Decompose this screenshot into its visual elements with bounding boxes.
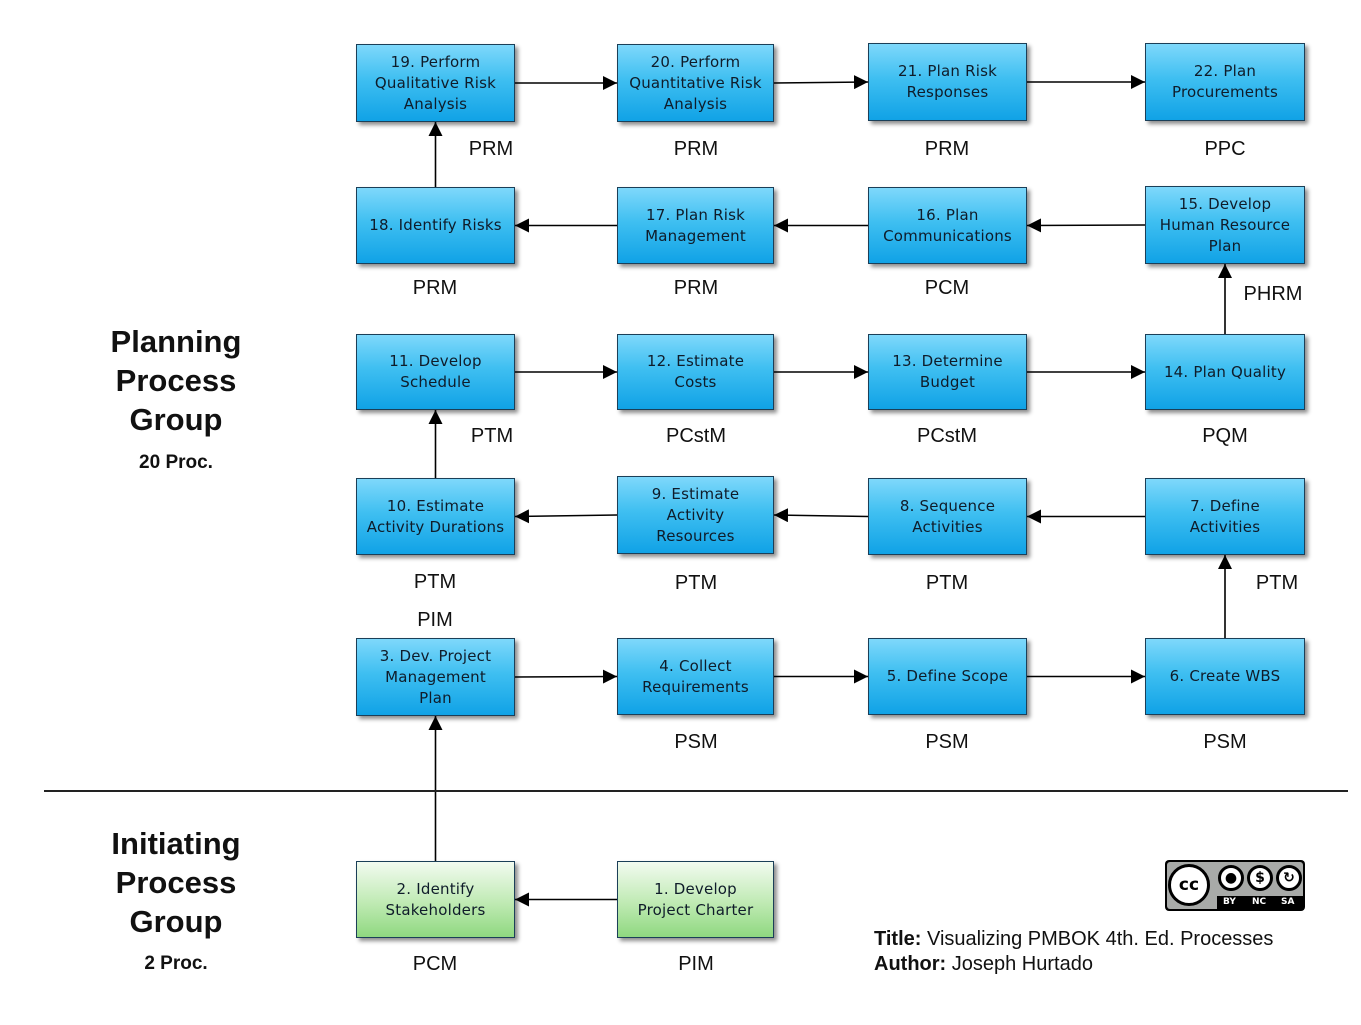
area-tag-14: PQM — [1202, 425, 1248, 447]
group-divider — [44, 790, 1348, 792]
area-tag-1: PIM — [678, 953, 714, 975]
process-node-6[interactable]: 6. Create WBS — [1145, 638, 1305, 715]
noncommercial-dollar-icon: $ — [1247, 865, 1273, 891]
area-tag-2: PCM — [412, 953, 458, 975]
process-node-10[interactable]: 10. Estimate Activity Durations — [356, 478, 515, 555]
area-tag-8: PTM — [925, 572, 969, 594]
credit-author-value: Joseph Hurtado — [946, 953, 1093, 975]
process-node-1[interactable]: 1. Develop Project Charter — [617, 861, 774, 938]
initiating-group-title: Initiating Process Group — [111, 826, 241, 939]
cc-sa-label: SA — [1281, 897, 1295, 907]
process-node-18[interactable]: 18. Identify Risks — [356, 187, 515, 264]
process-node-7[interactable]: 7. Define Activities — [1145, 478, 1305, 555]
area-tag-3: PIM — [417, 609, 453, 631]
area-tag-12: PCstM — [666, 425, 726, 447]
cc-logo-icon: cc — [1168, 864, 1210, 906]
cc-terms-strip: BY NC SA — [1217, 896, 1303, 909]
credit-title: Title: Visualizing PMBOK 4th. Ed. Proces… — [874, 928, 1273, 951]
planning-group-count: 20 Proc. — [139, 452, 213, 473]
area-tag-15: PHRM — [1243, 283, 1303, 305]
attribution-person-icon: ● — [1218, 865, 1244, 891]
process-node-8[interactable]: 8. Sequence Activities — [868, 478, 1027, 555]
process-node-22[interactable]: 22. Plan Procurements — [1145, 43, 1305, 121]
cc-by-label: BY — [1223, 897, 1236, 907]
credit-author: Author: Joseph Hurtado — [874, 953, 1093, 976]
flow-arrow-p15-to-p16 — [1026, 218, 1146, 233]
process-node-15[interactable]: 15. Develop Human Resource Plan — [1145, 186, 1305, 264]
process-node-21[interactable]: 21. Plan Risk Responses — [868, 43, 1027, 121]
process-node-12[interactable]: 12. Estimate Costs — [617, 334, 774, 410]
area-tag-21: PRM — [924, 138, 970, 160]
sharealike-icon: ↻ — [1276, 865, 1302, 891]
flow-arrow-p9-to-p10 — [514, 509, 618, 524]
process-node-4[interactable]: 4. Collect Requirements — [617, 638, 774, 715]
area-tag-17: PRM — [673, 277, 719, 299]
area-tag-22: PPC — [1204, 138, 1246, 160]
cc-nc-label: NC — [1252, 897, 1267, 907]
credit-title-label: Title: — [874, 928, 922, 950]
process-node-14[interactable]: 14. Plan Quality — [1145, 334, 1305, 410]
area-tag-9: PTM — [674, 572, 718, 594]
process-node-16[interactable]: 16. Plan Communications — [868, 187, 1027, 264]
flow-arrow-p3-to-p4 — [514, 669, 618, 684]
flow-arrow-p8-to-p9 — [773, 508, 869, 523]
area-tag-6: PSM — [1203, 731, 1247, 753]
process-node-3[interactable]: 3. Dev. Project Management Plan — [356, 638, 515, 716]
process-node-20[interactable]: 20. Perform Quantitative Risk Analysis — [617, 44, 774, 122]
area-tag-4: PSM — [674, 731, 718, 753]
area-tag-10: PTM — [413, 571, 457, 593]
area-tag-5: PSM — [925, 731, 969, 753]
process-node-2[interactable]: 2. Identify Stakeholders — [356, 861, 515, 938]
process-node-19[interactable]: 19. Perform Qualitative Risk Analysis — [356, 44, 515, 122]
process-node-5[interactable]: 5. Define Scope — [868, 638, 1027, 715]
area-tag-16: PCM — [924, 277, 970, 299]
area-tag-20: PRM — [673, 138, 719, 160]
credit-author-label: Author: — [874, 953, 947, 975]
area-tag-18: PRM — [412, 277, 458, 299]
area-tag-13: PCstM — [917, 425, 977, 447]
area-tag-19: PRM — [468, 138, 514, 160]
area-tag-7: PTM — [1255, 572, 1299, 594]
process-node-13[interactable]: 13. Determine Budget — [868, 334, 1027, 410]
process-node-11[interactable]: 11. Develop Schedule — [356, 334, 515, 410]
cc-license-badge[interactable]: cc ● $ ↻ BY NC SA — [1165, 860, 1305, 911]
flow-arrow-p20-to-p21 — [773, 75, 869, 90]
planning-group-title: Planning Process Group — [110, 324, 242, 437]
initiating-group-count: 2 Proc. — [144, 953, 208, 974]
area-tag-11: PTM — [470, 425, 514, 447]
credit-title-value: Visualizing PMBOK 4th. Ed. Processes — [921, 928, 1274, 950]
process-node-9[interactable]: 9. Estimate Activity Resources — [617, 476, 774, 554]
process-node-17[interactable]: 17. Plan Risk Management — [617, 187, 774, 264]
